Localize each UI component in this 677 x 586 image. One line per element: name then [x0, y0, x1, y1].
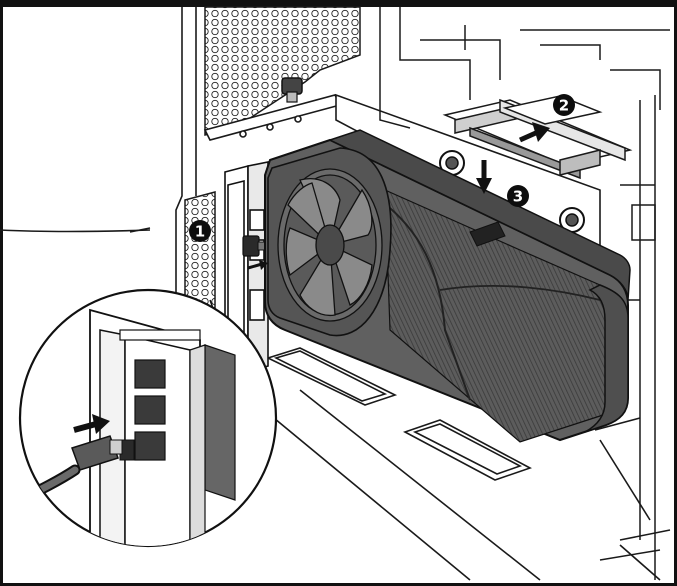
step-badge-1: 1 [189, 220, 211, 242]
card-pcie-edge [469, 221, 506, 247]
arrow-right-icon [247, 260, 268, 270]
case-left-panel [0, 7, 197, 300]
step-number-2: 2 [559, 97, 569, 115]
fan-icon [277, 168, 383, 322]
step-number-3: 3 [513, 188, 523, 206]
case-floor [239, 347, 661, 581]
thumbscrew-icon [281, 77, 303, 103]
step-badge-3: 3 [507, 185, 529, 207]
arrow-right-icon [73, 414, 110, 434]
step-number-1: 1 [195, 223, 205, 241]
riser-screw-mount-icon [439, 150, 585, 233]
bracket-cable-connector [242, 235, 267, 257]
arrow-up-right-icon [518, 122, 550, 143]
zoom-inset [18, 288, 278, 548]
motherboard-area [379, 7, 671, 580]
arrow-down-icon [476, 160, 492, 194]
step-badge-2: 2 [553, 94, 575, 116]
top-frame-bar [0, 0, 677, 7]
